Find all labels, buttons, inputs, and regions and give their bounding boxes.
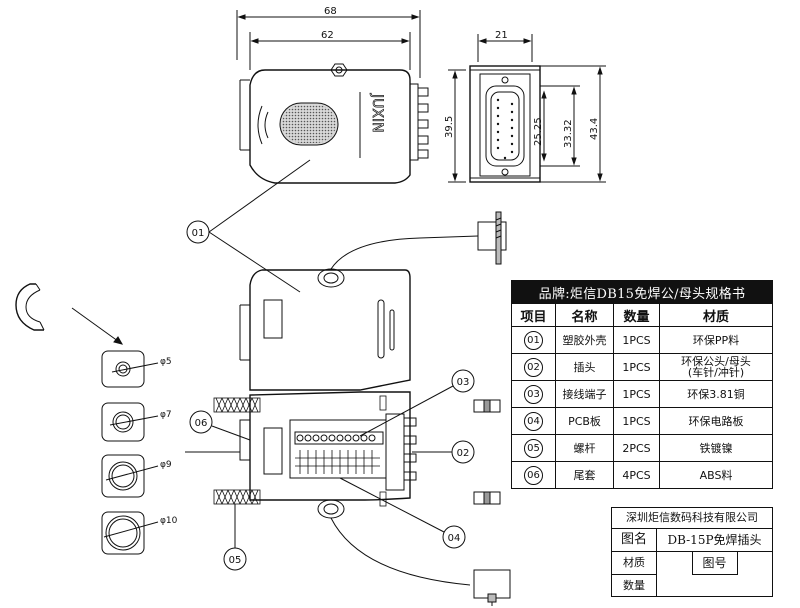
callout-04: 04 xyxy=(448,533,461,544)
company-name: 深圳炬信数码科技有限公司 xyxy=(612,508,772,529)
drawing-no-label: 图号 xyxy=(691,552,738,575)
row-name: 接线端子 xyxy=(555,380,614,408)
row-qty: 1PCS xyxy=(613,380,660,408)
material-value xyxy=(657,552,692,597)
drawing-name-row: 图名 DB-15P免焊插头 xyxy=(612,529,772,552)
callout-01: 01 xyxy=(192,228,205,239)
logo-text: JUXIN xyxy=(369,93,385,133)
washer-label-phi7: φ7 xyxy=(160,410,172,420)
dim-21: 21 xyxy=(495,30,508,41)
row-material: 环保公头/母头 (车针/冲针) xyxy=(659,353,773,381)
dim-43-4: 43.4 xyxy=(589,118,600,140)
row-number: 04 xyxy=(524,411,543,431)
drawing-name: DB-15P免焊插头 xyxy=(667,533,762,547)
washers: φ5 φ7 φ9 φ10 xyxy=(101,350,178,555)
callout-02: 02 xyxy=(457,448,470,459)
drawing-no-value xyxy=(738,552,773,597)
material-label: 材质 xyxy=(612,552,656,575)
row-name: 尾套 xyxy=(555,461,614,489)
drawing-name-label: 图名 xyxy=(612,529,657,551)
row-material: ABS料 xyxy=(659,461,773,489)
spec-table-title: 品牌:炬信DB15免焊公/母头规格书 xyxy=(511,280,773,304)
header-item: 项目 xyxy=(511,303,556,327)
dim-62: 62 xyxy=(321,30,334,41)
row-material: 环保PP料 xyxy=(659,326,773,354)
header-material: 材质 xyxy=(659,303,773,327)
spec-table: 品牌:炬信DB15免焊公/母头规格书 项目 名称 数量 材质 01 塑胶外壳 1… xyxy=(511,280,773,489)
quantity-label: 数量 xyxy=(623,579,645,592)
row-number: 01 xyxy=(524,330,543,350)
exploded-view: φ5 φ7 φ9 φ10 01 02 xyxy=(15,159,511,606)
row-name: 塑胶外壳 xyxy=(555,326,614,354)
table-row: 03 接线端子 1PCS 环保3.81铜 xyxy=(511,380,773,408)
washer-label-phi9: φ9 xyxy=(160,460,172,470)
row-number: 02 xyxy=(524,357,543,377)
row-material: 环保电路板 xyxy=(659,407,773,435)
row-number: 03 xyxy=(524,384,543,404)
row-qty: 2PCS xyxy=(613,434,660,462)
callout-06: 06 xyxy=(195,418,208,429)
row-material-line2: (车针/冲针) xyxy=(687,366,745,379)
table-row: 02 插头 1PCS 环保公头/母头 (车针/冲针) xyxy=(511,353,773,381)
table-row: 01 塑胶外壳 1PCS 环保PP料 xyxy=(511,326,773,354)
header-qty: 数量 xyxy=(613,303,660,327)
row-qty: 4PCS xyxy=(613,461,660,489)
callout-05: 05 xyxy=(229,555,242,566)
dim-25-25: 25.25 xyxy=(533,117,544,146)
row-material: 环保3.81铜 xyxy=(659,380,773,408)
washer-label-phi5: φ5 xyxy=(160,357,172,367)
washer-label-phi10: φ10 xyxy=(160,516,178,526)
table-row: 05 螺杆 2PCS 铁镀镍 xyxy=(511,434,773,462)
row-qty: 1PCS xyxy=(613,407,660,435)
row-name: 插头 xyxy=(555,353,614,381)
header-name: 名称 xyxy=(555,303,614,327)
callouts: 01 02 03 04 05 06 xyxy=(186,159,475,571)
side-view: 21 39.5 25.25 33.3 xyxy=(444,30,606,183)
dim-39-5: 39.5 xyxy=(444,116,455,138)
row-material: 铁镀镍 xyxy=(659,434,773,462)
table-row: 04 PCB板 1PCS 环保电路板 xyxy=(511,407,773,435)
row-name: 螺杆 xyxy=(555,434,614,462)
table-row: 06 尾套 4PCS ABS料 xyxy=(511,461,773,489)
row-number: 05 xyxy=(524,438,543,458)
row-material-line1: 环保公头/母头 xyxy=(681,355,751,368)
dim-33-32: 33.32 xyxy=(563,119,574,148)
front-view: 68 62 JUXIN xyxy=(236,6,429,184)
row-qty: 1PCS xyxy=(613,326,660,354)
row-number: 06 xyxy=(524,465,543,485)
row-qty: 1PCS xyxy=(613,353,660,381)
callout-03: 03 xyxy=(457,377,470,388)
dim-68: 68 xyxy=(324,6,337,17)
material-quantity-row: 材质 数量 图号 xyxy=(612,552,772,597)
row-name: PCB板 xyxy=(555,407,614,435)
title-block: 深圳炬信数码科技有限公司 图名 DB-15P免焊插头 材质 数量 图号 xyxy=(611,507,773,597)
